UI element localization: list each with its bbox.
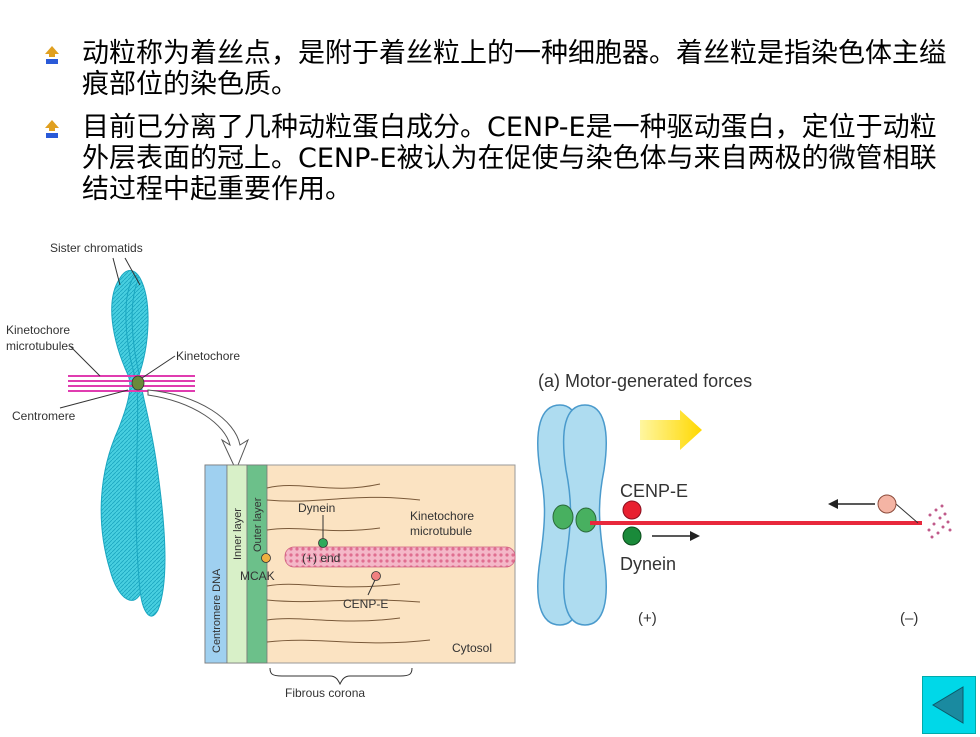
mcak-dot [261,553,271,563]
bullet-text-2: 目前已分离了几种动粒蛋白成分。CENP-E是一种驱动蛋白，定位于动粒外层表面的冠… [82,112,937,205]
bullet-text-1: 动粒称为着丝点，是附于着丝粒上的一种细胞器。着丝粒是指染色体主缢痕部位的染色质。 [82,38,946,100]
minus-end-marker: (–) [900,610,918,627]
cenp-e-left-label: CENP-E [343,597,388,611]
dynein-direction-arrow [690,531,700,541]
cenp-e-motor [622,500,642,520]
dynein-left-label: Dynein [298,501,335,515]
kinetochore-detail-panel [204,464,516,664]
inner-layer-label: Inner layer [232,508,244,560]
cytosol-label: Cytosol [452,641,492,655]
kinetochore-label: Kinetochore [176,349,240,363]
cenp-e-right-label: CENP-E [620,481,688,501]
plus-end-label: (+) end [302,551,340,565]
sister-kinetochore-right [575,507,597,533]
mcak-label: MCAK [240,569,275,583]
sister-chromatids-label: Sister chromatids [50,241,143,255]
cenp-e-dot [371,571,381,581]
kinetochore-dot [131,375,145,391]
bullet-list: 动粒称为着丝点，是附于着丝粒上的一种细胞器。着丝粒是指染色体主缢痕部位的染色质。… [40,38,960,217]
zoom-arrow [147,389,250,472]
outer-layer [246,464,268,664]
bullet-arrow-icon [45,46,59,64]
outer-layer-label: Outer layer [252,497,264,552]
back-button[interactable] [922,676,976,734]
centromere-dna-label: Centromere DNA [211,568,223,653]
fibrous-corona-fibers [266,483,431,644]
centromere-label: Centromere [12,409,76,423]
kt-microtubule-label-1: Kinetochore [410,509,474,523]
plus-end-marker: (+) [638,610,657,627]
fibrous-corona-label: Fibrous corona [285,686,365,700]
motor-forces-title: (a) Motor-generated forces [538,371,752,391]
kinetochore-microtubules [68,375,195,392]
kt-microtubule-cylinder [284,546,516,568]
dynein-motor [622,526,642,546]
bullet-item: 动粒称为着丝点，是附于着丝粒上的一种细胞器。着丝粒是指染色体主缢痕部位的染色质。 [40,38,960,100]
back-arrow-icon [932,686,964,724]
force-direction-arrow [640,410,702,450]
dynein-dot [318,538,328,548]
chromosome [100,270,166,617]
kt-microtubules-label-2: microtubules [6,339,74,353]
kt-microtubule-label-2: microtubule [410,524,472,538]
dynein-right-label: Dynein [620,554,676,574]
spindle-pole [927,504,952,539]
cargo-motor [877,494,897,514]
bullet-arrow-icon [45,120,59,138]
sister-kinetochore-left [552,504,574,530]
fibrous-corona-brace [269,667,413,686]
bullet-item: 目前已分离了几种动粒蛋白成分。CENP-E是一种驱动蛋白，定位于动粒外层表面的冠… [40,112,960,205]
inner-layer [226,464,248,664]
minus-direction-arrow [828,499,838,509]
kt-microtubules-label-1: Kinetochore [6,323,70,337]
